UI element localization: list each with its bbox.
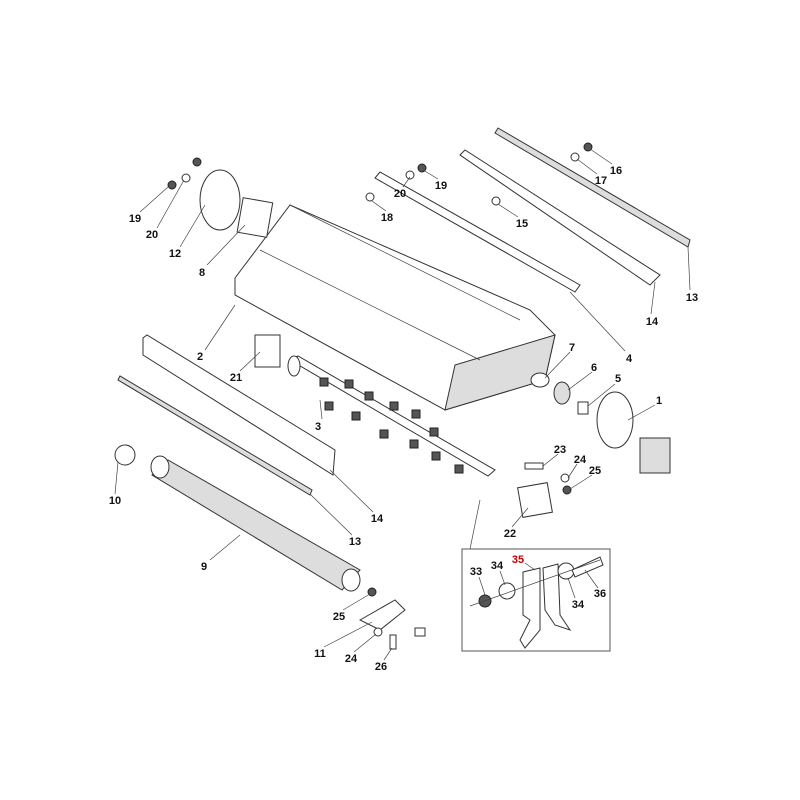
callout-23: 23 [554,444,566,456]
hood-part [234,204,556,411]
callout-25-bottom: 25 [333,611,345,623]
callout-35: 35 [512,554,524,566]
callout-21: 21 [230,372,242,384]
callout-9: 9 [201,561,207,573]
callout-1: 1 [656,395,662,407]
callout-10: 10 [109,495,121,507]
callout-20-top: 20 [394,188,406,200]
callout-16: 16 [610,165,622,177]
callout-8: 8 [199,267,205,279]
callout-36: 36 [594,588,606,600]
callout-34-left: 34 [491,560,504,572]
strip-part-14-top [459,149,661,286]
callout-19-top: 19 [435,180,447,192]
callout-11: 11 [314,648,326,660]
blade-detail-inset [461,548,611,652]
callout-14-top: 14 [646,316,659,328]
callout-13-left: 13 [349,536,361,548]
callout-3: 3 [315,421,321,433]
callout-34-right: 34 [572,599,585,611]
strip-part-13-left [117,375,313,496]
callout-33: 33 [470,566,482,578]
callout-7: 7 [569,342,575,354]
small-parts [114,142,671,650]
strip-part-13-top [494,127,691,248]
roller-part [150,455,361,592]
callout-4: 4 [626,353,633,365]
rotor-part [287,355,496,477]
callout-24-right: 24 [574,454,587,466]
callout-26: 26 [375,661,387,673]
strip-part-4 [374,171,581,293]
callout-12: 12 [169,248,181,260]
callout-20-left: 20 [146,229,158,241]
callout-14-left: 14 [371,513,384,525]
callout-labels: 1 2 3 4 5 6 7 8 9 10 11 12 13 13 14 14 1… [109,165,698,673]
callout-22: 22 [504,528,516,540]
callout-15: 15 [516,218,528,230]
callout-6: 6 [591,362,597,374]
callout-17: 17 [595,175,607,187]
callout-25-right: 25 [589,465,601,477]
leader-lines [114,148,691,661]
callout-18: 18 [381,212,393,224]
callout-2: 2 [197,351,203,363]
callout-13-top: 13 [686,292,698,304]
callout-19-left: 19 [129,213,141,225]
callout-5: 5 [615,373,621,385]
callout-24-bottom: 24 [345,653,358,665]
strip-part-14-left [142,334,336,476]
